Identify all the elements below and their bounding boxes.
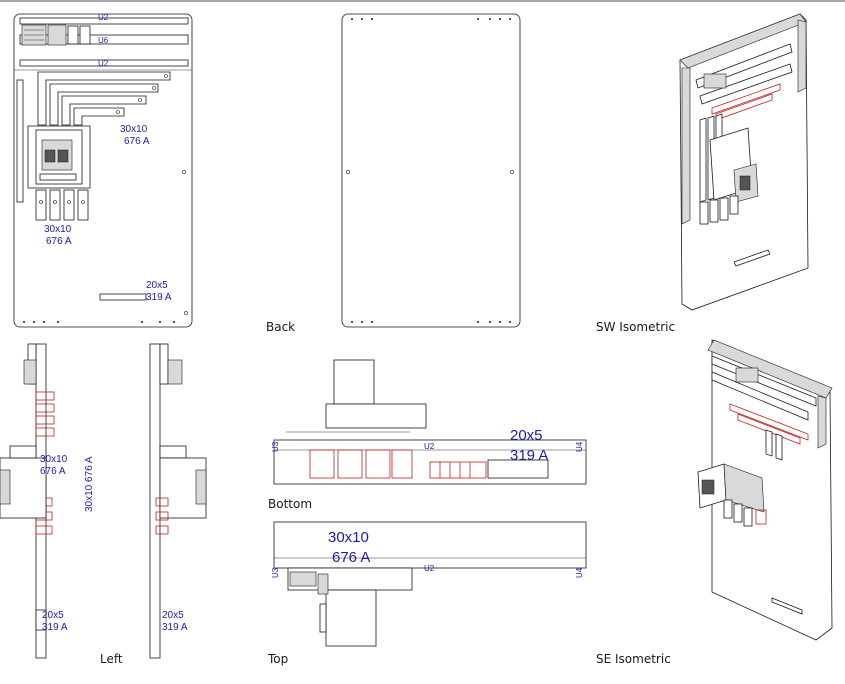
right-plate <box>149 343 161 659</box>
se-terminals <box>723 499 767 527</box>
sw-small-busbar <box>733 249 771 267</box>
right-view: 20x5 319 A <box>149 343 207 659</box>
left-mid-current: 676 A <box>40 466 66 477</box>
right-low-size: 20x5 <box>162 610 184 621</box>
busbars-front <box>37 71 171 126</box>
terminal-blocks <box>21 24 91 46</box>
right-low-current: 319 A <box>162 622 188 633</box>
bottom-view: U3 U2 U4 20x5 319 A Bottom <box>268 359 587 511</box>
top-current: 676 A <box>332 549 370 566</box>
front-small-size: 20x5 <box>146 280 168 291</box>
label-bottom: Bottom <box>268 497 312 511</box>
bottom-tag-u3: U3 <box>271 441 280 452</box>
se-small-busbar <box>771 597 803 615</box>
small-busbar-front <box>99 293 147 301</box>
left-low-current: 319 A <box>42 622 68 633</box>
circuit-breaker-front <box>27 125 91 189</box>
top-view: U3 U2 U4 30x10 676 A Top <box>267 521 587 666</box>
se-busbars <box>729 403 809 461</box>
left-view: 30x10 676 A 30x10 676 A 20x5 319 A Left <box>0 343 123 666</box>
front-small-current: 319 A <box>146 292 172 303</box>
top-breaker-body <box>325 589 377 647</box>
front-bar-size: 30x10 <box>120 124 148 135</box>
bottom-breaker-top <box>333 359 375 405</box>
din-rail-u6 <box>19 34 189 45</box>
label-se-isometric: SE Isometric <box>596 652 671 666</box>
label-left: Left <box>100 652 123 666</box>
tag-u6: U6 <box>98 36 109 45</box>
top-terminal-blocks <box>289 571 329 595</box>
top-tag-u4: U4 <box>575 567 584 578</box>
bottom-current: 319 A <box>510 447 548 464</box>
tag-u2-mid: U2 <box>98 59 109 68</box>
bottom-tag-u4: U4 <box>575 441 584 452</box>
right-breaker <box>159 445 207 519</box>
bottom-busbars-red <box>309 449 487 479</box>
vertical-bar-u3 <box>16 79 24 203</box>
se-din-rails <box>711 355 817 421</box>
bottom-size: 20x5 <box>510 427 543 444</box>
sw-breaker <box>709 127 759 203</box>
tag-u2-top: U2 <box>98 13 109 22</box>
din-rail-top <box>19 17 189 25</box>
label-top: Top <box>267 652 288 666</box>
outgoing-terminals-front <box>35 189 89 221</box>
back-panel-plate <box>341 13 521 328</box>
sw-isometric-view: SW Isometric <box>596 13 809 334</box>
left-mid-size: 30x10 <box>40 454 68 465</box>
sw-din-rails <box>695 43 793 105</box>
se-isometric-view: SE Isometric <box>596 339 833 666</box>
se-breaker <box>697 463 765 513</box>
bottom-tag-u2: U2 <box>424 442 435 451</box>
din-rail-u2 <box>19 59 189 67</box>
left-low-size: 20x5 <box>42 610 64 621</box>
top-tag-u2: U2 <box>424 564 435 573</box>
left-breaker <box>0 445 47 519</box>
top-tag-u3: U3 <box>271 567 280 578</box>
sw-terminals <box>699 195 739 225</box>
label-back: Back <box>266 320 295 334</box>
label-sw-isometric: SW Isometric <box>596 320 675 334</box>
front-bottom-size: 30x10 <box>44 224 72 235</box>
left-vertical-annotation: 30x10 676 A <box>84 456 95 512</box>
top-size: 30x10 <box>328 529 369 546</box>
front-bar-current: 676 A <box>124 136 150 147</box>
top-plate <box>273 521 587 569</box>
front-view: U2 U6 U2 30x10 676 A 30x10 676 A 20x5 31… <box>13 13 193 328</box>
front-bottom-current: 676 A <box>46 236 72 247</box>
back-view: Back <box>266 13 521 334</box>
